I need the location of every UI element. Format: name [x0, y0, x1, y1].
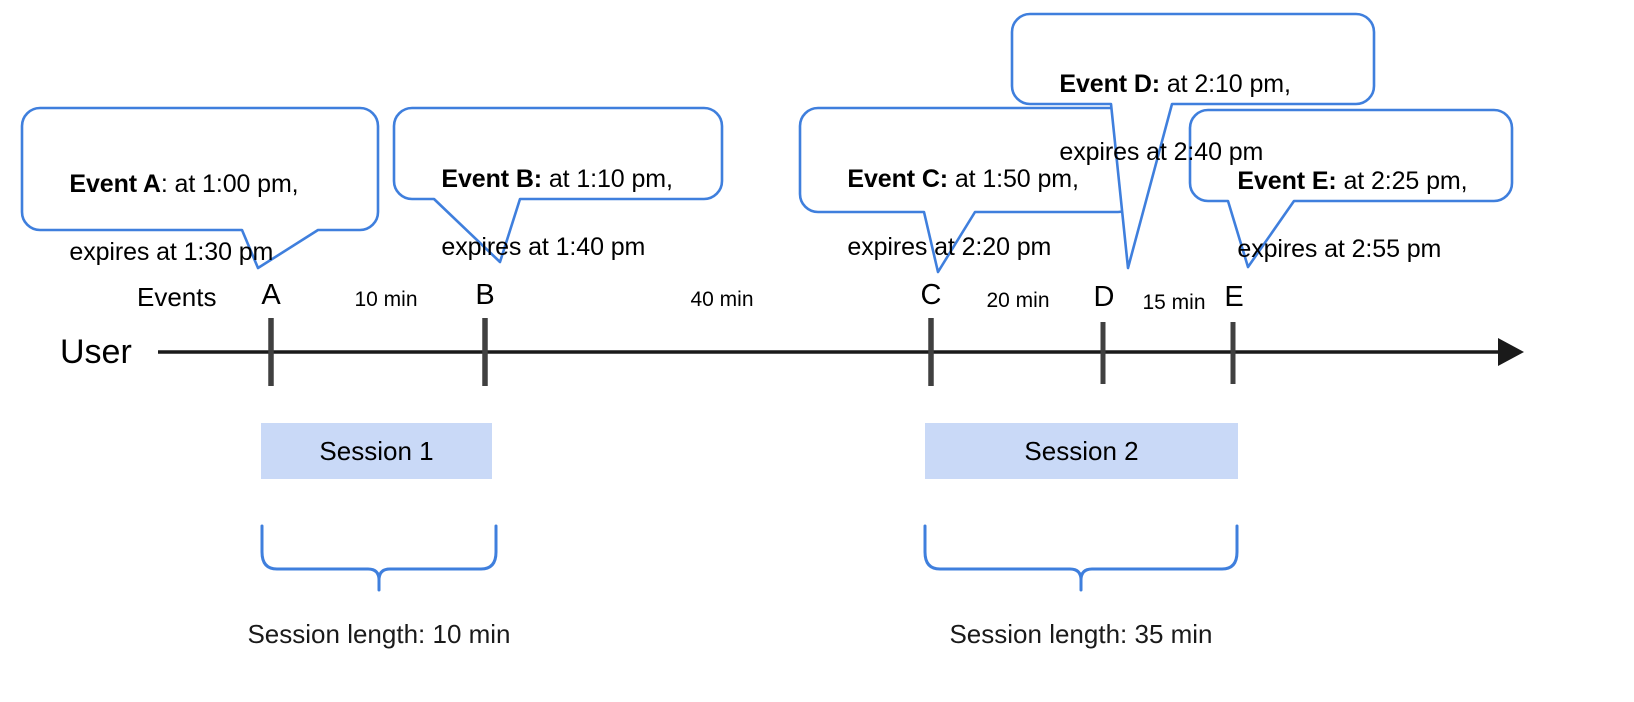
- session-box-2[interactable]: Session 2: [925, 423, 1238, 479]
- callout-d-rest: at 2:10 pm,: [1166, 70, 1291, 98]
- event-letter-e: E: [1224, 281, 1244, 313]
- event-letter-c: C: [920, 279, 942, 311]
- callout-e-rest: at 2:25 pm,: [1343, 167, 1468, 195]
- callout-e-bubble: [1188, 108, 1514, 269]
- callout-e-line2: expires at 2:55 pm: [1237, 235, 1442, 263]
- callout-a-text: Event A: at 1:00 pm, expires at 1:30 pm: [42, 133, 372, 303]
- axis-arrowhead-icon: [1498, 338, 1524, 366]
- gap-label-a-b: 10 min: [354, 288, 418, 311]
- callout-event-d: [1010, 12, 1376, 270]
- callout-a-rest: at 1:00 pm,: [174, 170, 299, 198]
- axis-row-label-user: User: [60, 333, 132, 371]
- session-box-2-label: Session 2: [1024, 435, 1139, 466]
- session-box-1-label: Session 1: [319, 435, 434, 466]
- callout-b-rest: at 1:10 pm,: [548, 165, 673, 193]
- gap-label-b-c: 40 min: [690, 288, 754, 311]
- callout-b-text: Event B: at 1:10 pm, expires at 1:40 pm: [414, 128, 724, 298]
- callout-d-line1: Event D: at 2:10 pm,: [1059, 70, 1291, 98]
- callout-c-line1: Event C: at 1:50 pm,: [847, 165, 1079, 193]
- callout-e-line1: Event E: at 2:25 pm,: [1237, 167, 1467, 195]
- event-letter-b: B: [475, 279, 495, 311]
- callout-b-bubble: [392, 106, 724, 264]
- callout-b-sep: [542, 165, 549, 193]
- callout-c-bold: Event C:: [847, 165, 948, 193]
- callout-d-sep: [1160, 70, 1167, 98]
- callout-a-bold: Event A: [69, 170, 161, 198]
- callout-c-rest: at 1:50 pm,: [954, 165, 1079, 193]
- callout-a-bubble: [20, 106, 380, 270]
- callout-a-line1: Event A: at 1:00 pm,: [69, 170, 298, 198]
- callout-b-line2: expires at 1:40 pm: [441, 233, 646, 261]
- brace-session-2-path: [923, 524, 1239, 592]
- gap-label-c-d: 20 min: [986, 289, 1050, 312]
- callout-b-line1: Event B: at 1:10 pm,: [441, 165, 673, 193]
- callout-c-text: Event C: at 1:50 pm, expires at 2:20 pm: [820, 128, 1140, 298]
- timeline-axis: [158, 338, 1524, 366]
- brace-session-1: [260, 524, 498, 592]
- callout-c-sep: [948, 165, 955, 193]
- brace-session-2: [923, 524, 1239, 592]
- event-letter-d: D: [1093, 281, 1115, 313]
- callout-b-bold: Event B:: [441, 165, 542, 193]
- callout-event-e: [1188, 108, 1514, 269]
- callout-a-sep: :: [160, 170, 175, 198]
- timeline-ticks: [268, 318, 1236, 386]
- session-caption-1: Session length: 10 min: [247, 619, 511, 649]
- session-box-1[interactable]: Session 1: [261, 423, 492, 479]
- callout-e-text: Event E: at 2:25 pm, expires at 2:55 pm: [1210, 130, 1520, 300]
- callout-d-text: Event D: at 2:10 pm, expires at 2:40 pm: [1032, 33, 1372, 203]
- callout-event-b: [392, 106, 724, 264]
- callout-a-line2: expires at 1:30 pm: [69, 238, 274, 266]
- callout-d-bubble: [1010, 12, 1376, 270]
- callout-e-bold: Event E:: [1237, 167, 1337, 195]
- callout-d-line2: expires at 2:40 pm: [1059, 138, 1264, 166]
- callout-event-a: [20, 106, 380, 270]
- event-letter-a: A: [261, 279, 281, 311]
- brace-session-1-path: [260, 524, 498, 592]
- gap-label-d-e: 15 min: [1142, 291, 1206, 314]
- callout-d-bold: Event D:: [1059, 70, 1160, 98]
- callout-c-line2: expires at 2:20 pm: [847, 233, 1052, 261]
- session-caption-2: Session length: 35 min: [949, 619, 1213, 649]
- events-row-label: Events: [137, 282, 217, 312]
